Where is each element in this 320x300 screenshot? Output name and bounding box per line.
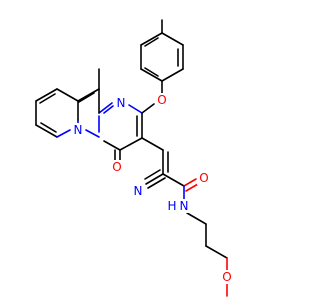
- bond-lines: [35, 19, 228, 297]
- atom-o-ether: O: [157, 93, 166, 107]
- atom-o-amide: O: [199, 171, 208, 185]
- atom-n-ring-bridge: N: [74, 123, 83, 137]
- atom-h-amide: H: [167, 199, 176, 213]
- atom-o-ketone: O: [112, 160, 121, 174]
- atom-n-ring-top: N: [117, 96, 126, 110]
- atom-labels: N N O O O N H N O: [71, 93, 234, 284]
- atom-n-nitrile: N: [134, 184, 143, 198]
- atom-o-methoxy: O: [222, 270, 231, 284]
- atom-n-amide: N: [180, 199, 189, 213]
- chemical-structure-diagram: N N O O O N H N O: [35, 19, 234, 297]
